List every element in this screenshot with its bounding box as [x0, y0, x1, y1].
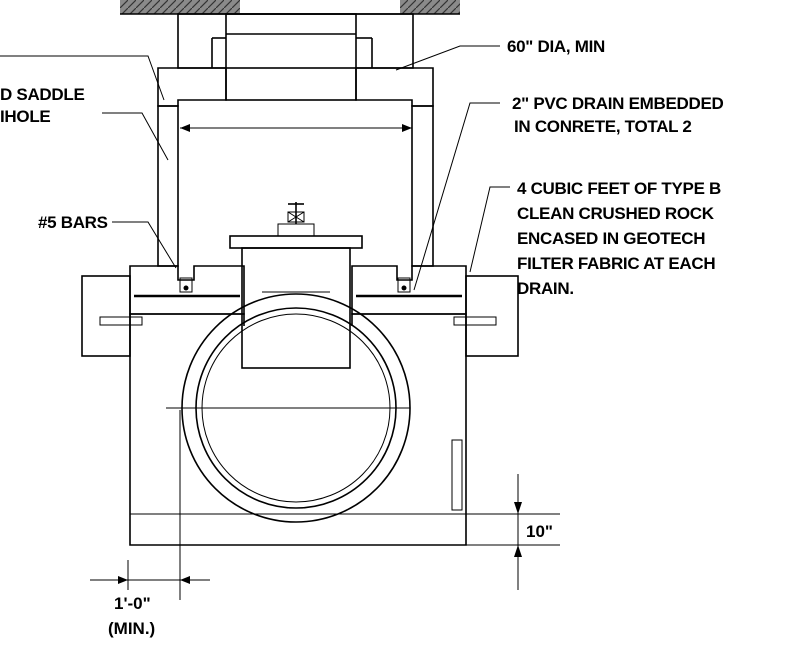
rock-label-1: 4 CUBIC FEET OF TYPE B	[517, 179, 721, 198]
rock-label-3: ENCASED IN GEOTECH	[517, 229, 705, 248]
bars-label: #5 BARS	[38, 213, 108, 232]
side-clearance-note: (MIN.)	[108, 619, 155, 638]
rock-label-2: CLEAN CRUSHED ROCK	[517, 204, 715, 223]
dimension-1ft	[90, 560, 210, 590]
main-pipe	[166, 293, 411, 523]
base-structure	[129, 313, 467, 546]
dimension-10in	[466, 474, 560, 590]
rock-label-5: DRAIN.	[517, 279, 574, 298]
crushed-rock-left	[81, 275, 131, 357]
drain-label-1: 2" PVC DRAIN EMBEDDED	[512, 94, 723, 113]
saddle-label: D SADDLE	[0, 85, 85, 104]
rock-label-4: FILTER FABRIC AT EACH	[517, 254, 715, 273]
manhole-walls	[157, 105, 434, 267]
pvc-drains	[99, 316, 497, 326]
side-clearance-dimension: 1'-0"	[114, 594, 151, 613]
invert-line	[130, 439, 520, 515]
leaders	[0, 45, 510, 291]
top-paving	[120, 0, 460, 15]
drain-label-2: IN CONRETE, TOTAL 2	[514, 117, 692, 136]
diameter-label: 60" DIA, MIN	[507, 37, 605, 56]
bottom-clearance-dimension: 10"	[526, 522, 553, 541]
rebar-bars	[134, 285, 462, 298]
crushed-rock-right	[465, 275, 519, 357]
manhole-label: IHOLE	[0, 107, 50, 126]
valve-handle-icon	[287, 202, 305, 224]
saddle	[129, 265, 467, 315]
frame-riser	[177, 13, 414, 101]
